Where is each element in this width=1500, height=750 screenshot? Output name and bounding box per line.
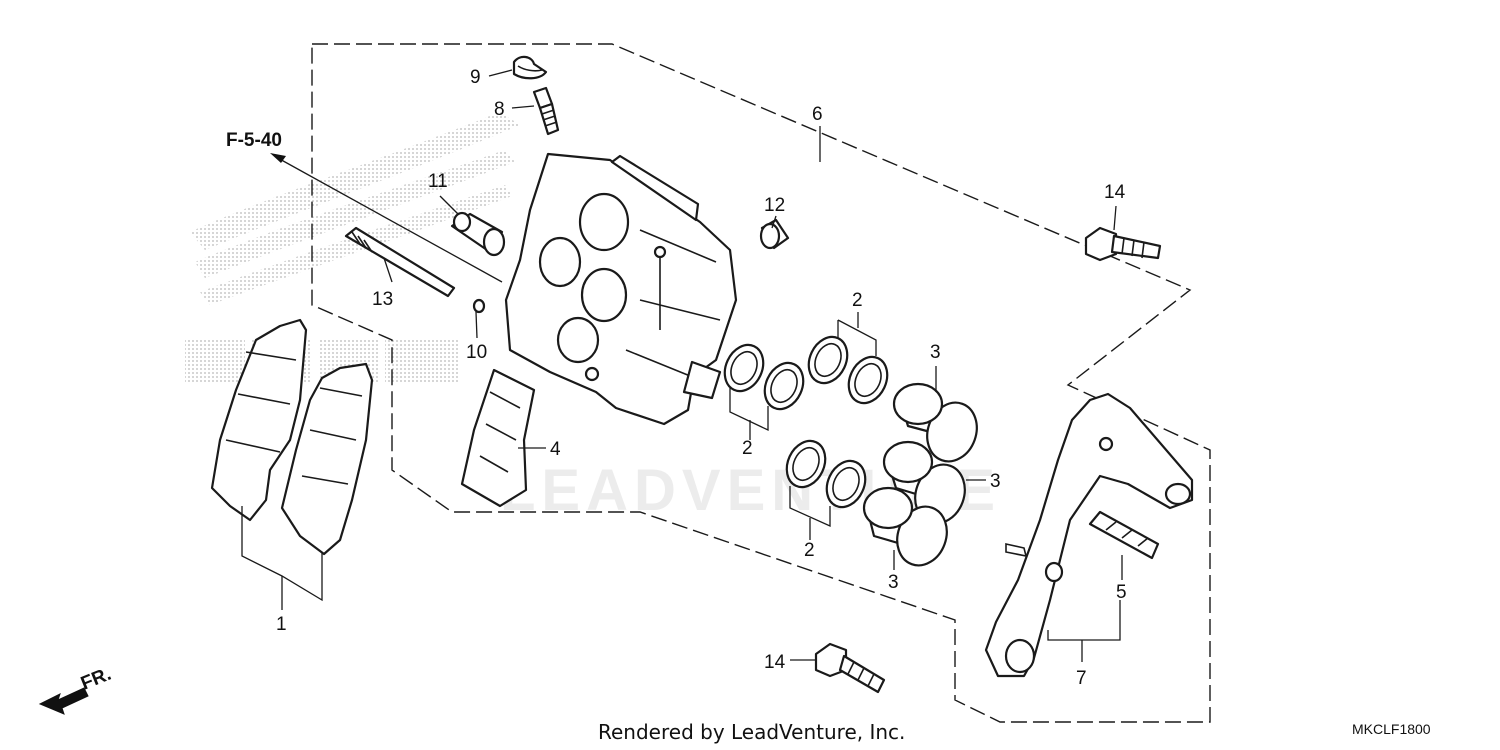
callout-13: 13 [372, 289, 393, 310]
callout-2-top: 2 [852, 290, 863, 311]
retainer-spring-part [1088, 510, 1160, 560]
small-ring-part [472, 298, 486, 314]
dust-cap-part [759, 218, 790, 250]
front-label: FR. [78, 664, 114, 695]
front-arrow-icon [38, 687, 89, 715]
callout-4: 4 [550, 439, 561, 460]
reference-arrow [270, 153, 503, 283]
callout-5: 5 [1116, 582, 1127, 603]
brake-pad-parts [210, 318, 374, 556]
callout-2-bottom: 2 [804, 540, 815, 561]
leader-lines [241, 69, 1123, 662]
reference-label: F-5-40 [226, 130, 282, 151]
callout-3-right: 3 [990, 471, 1001, 492]
callout-9: 9 [470, 67, 481, 88]
callout-14-upper: 14 [1104, 182, 1126, 203]
bleeder-screw-part [532, 86, 560, 136]
piston-parts [862, 382, 978, 567]
callout-1: 1 [276, 614, 287, 635]
callout-3-top: 3 [930, 342, 941, 363]
bleed-cap-part [512, 55, 548, 80]
caliper-body-part [504, 152, 738, 426]
piston-seal-parts [723, 335, 889, 509]
callout-7: 7 [1076, 668, 1087, 689]
assembly-boundary [311, 43, 1211, 723]
callout-6: 6 [812, 104, 823, 125]
callout-14-lower: 14 [764, 652, 786, 673]
brand-watermark-dots [185, 112, 520, 382]
callout-3-bottom: 3 [888, 572, 899, 593]
callout-11: 11 [428, 171, 448, 192]
mounting-bolt-upper-part [1084, 226, 1162, 262]
pad-spring-part [460, 368, 536, 508]
callout-10: 10 [466, 342, 487, 363]
rendered-by-footer: Rendered by LeadVenture, Inc. [598, 720, 905, 744]
callout-8: 8 [494, 99, 505, 120]
pad-pin-part [344, 226, 456, 298]
diagram-code: MKCLF1800 [1352, 721, 1431, 737]
callout-2-left: 2 [742, 438, 753, 459]
callout-12: 12 [764, 195, 785, 216]
caliper-bracket-part [984, 392, 1194, 678]
plug-part [450, 211, 506, 257]
mounting-bolt-lower-part [814, 642, 886, 694]
